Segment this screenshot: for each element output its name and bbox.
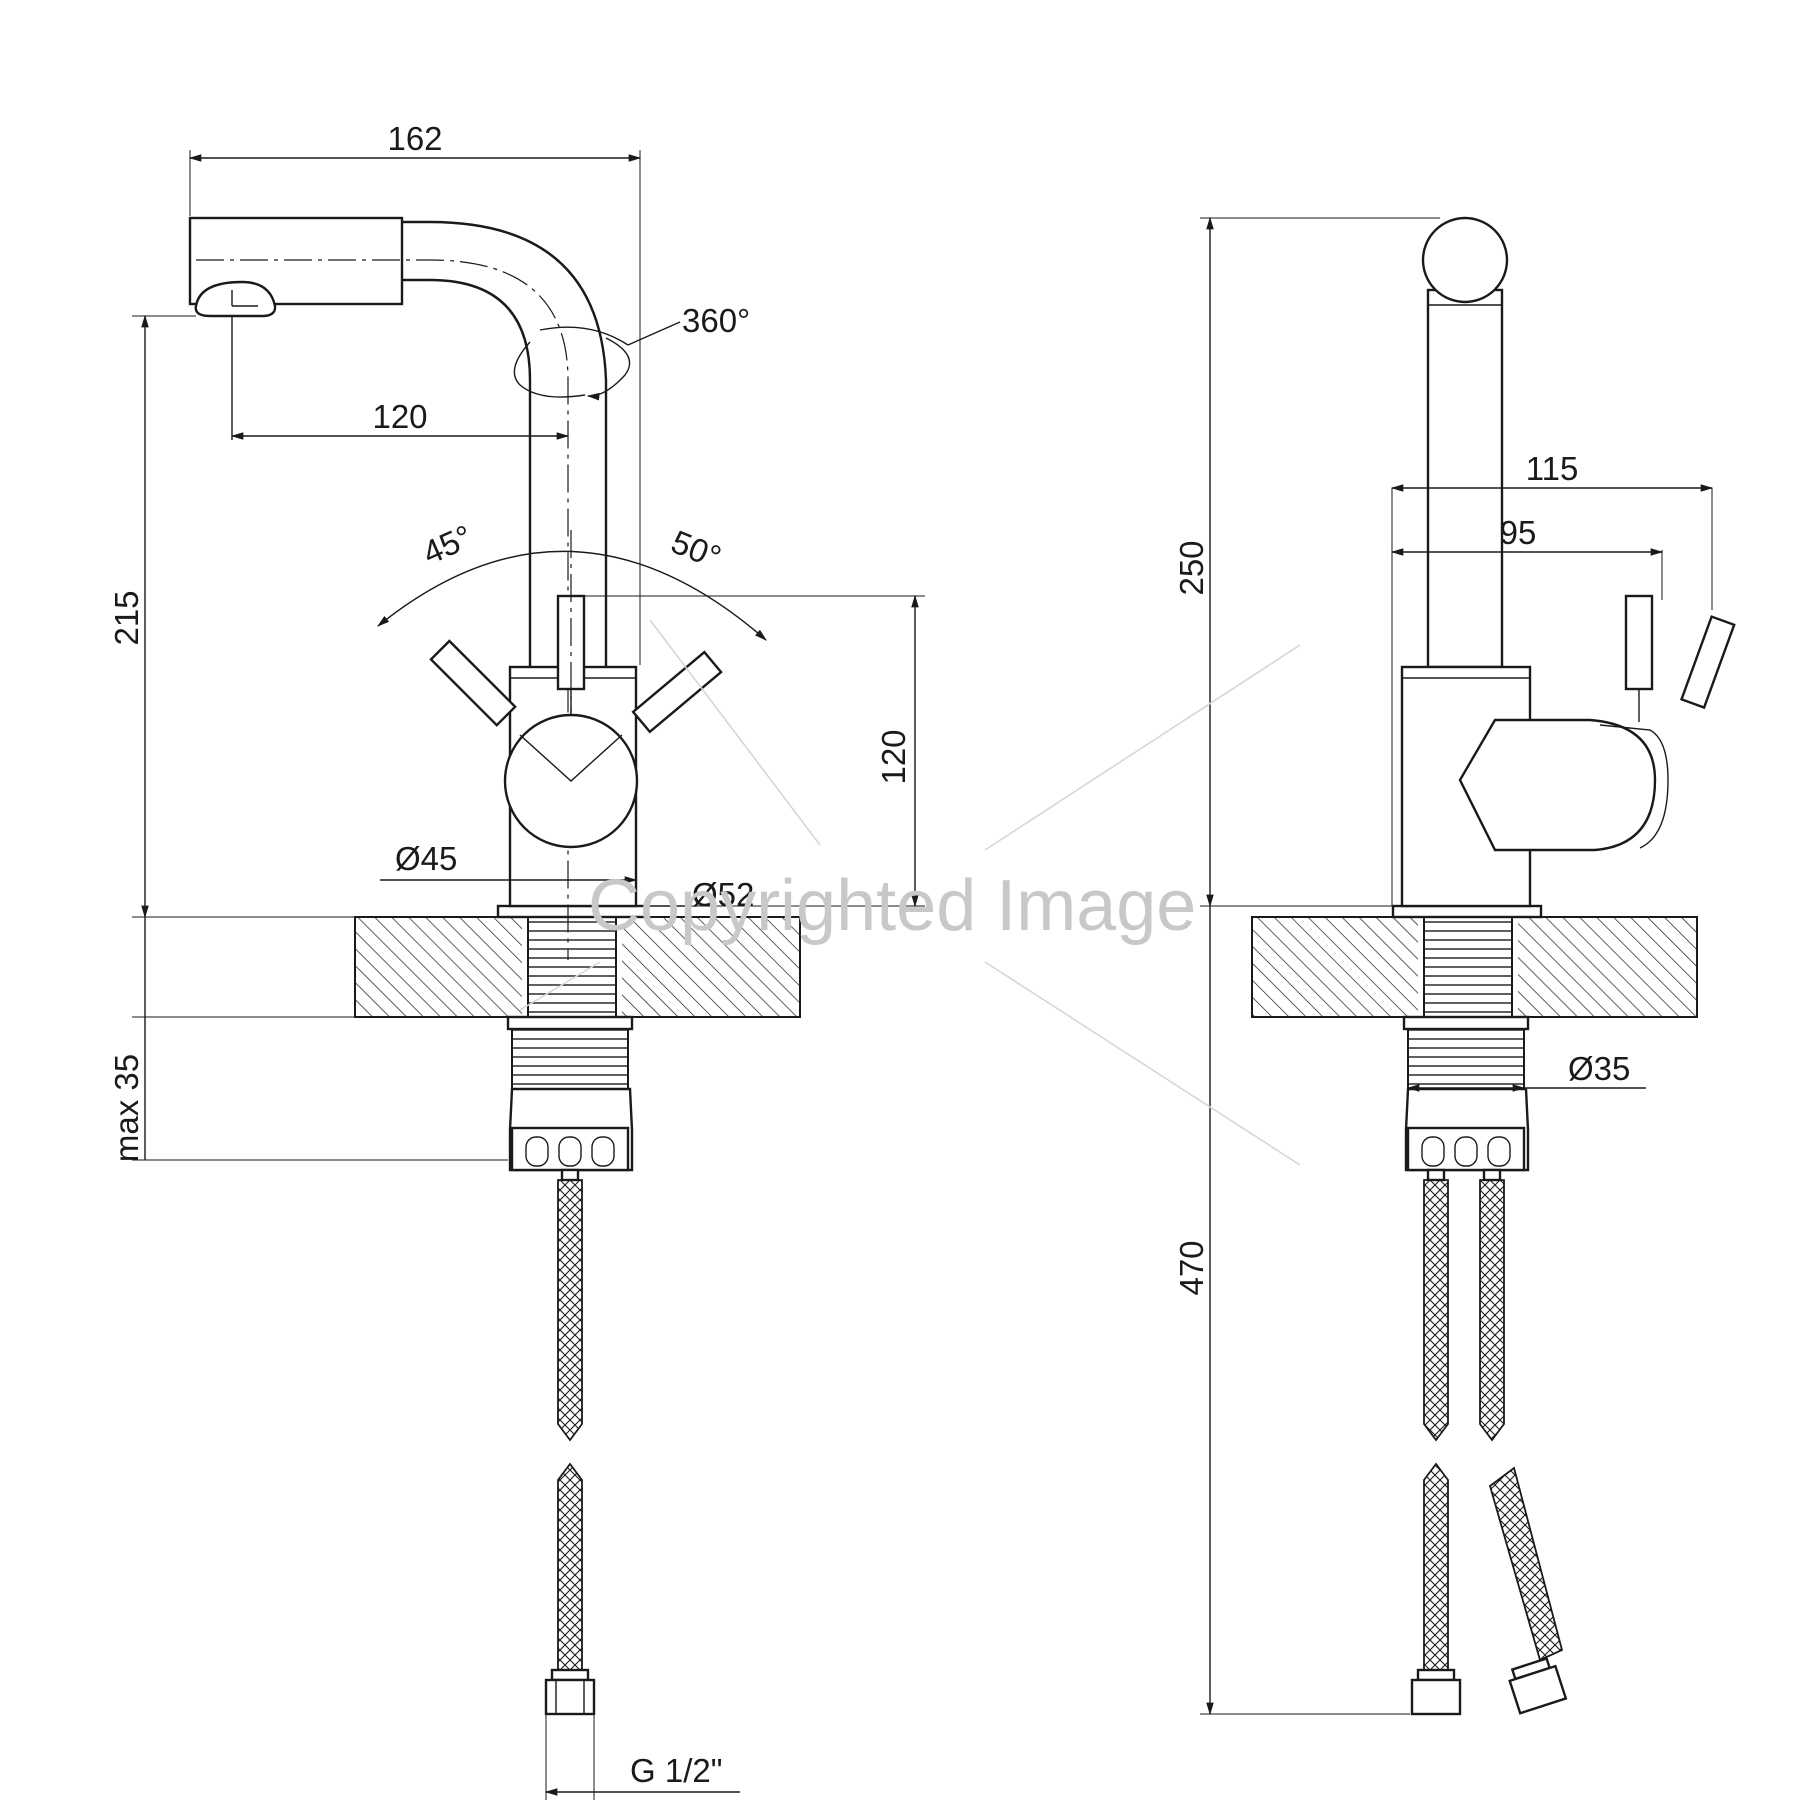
dim-body-diameter: Ø45 [395,840,457,877]
dim-lever-depth-outer: 115 [1526,450,1579,487]
hoses-front [1410,1168,1568,1716]
dim-swivel: 360° [682,302,750,339]
dim-base-diameter: Ø52 [692,876,754,913]
lever-front [1624,594,1736,722]
cartridge-housing [1458,718,1669,852]
base-plate-front [1391,904,1543,919]
connector-side [506,1015,634,1172]
dim-hose-length: 470 [1173,1240,1210,1295]
lever-left [429,639,517,727]
spout [188,216,608,960]
swivel-arrow-icon [513,337,631,397]
dim-reach: 120 [372,398,427,435]
dim-connection-thread: G 1/2" [630,1752,722,1789]
watermark: Copyrighted Image [519,619,1301,1166]
dim-tap-height: 250 [1173,540,1210,595]
countertop-front [1251,916,1698,1018]
dim-lever-angle-left: 45° [417,517,478,571]
lever-right [631,650,723,734]
spout-front [1421,216,1509,669]
dim-total-height: 215 [108,590,145,645]
connector-front [1402,1015,1530,1172]
dim-spout-length: 162 [387,120,442,157]
watermark-text: Copyrighted Image [588,866,1196,946]
dim-lever-height: 120 [875,729,912,784]
dim-lever-depth-inner: 95 [1500,514,1537,551]
dim-max-deck-thickness: max 35 [108,1054,145,1162]
dim-lever-angle-right: 50° [666,523,726,576]
dim-shank-diameter: Ø35 [1568,1050,1630,1087]
front-view: 250 470 115 95 Ø35 [1173,216,1736,1716]
side-view: 162 120 360° 45° 50° 215 120 Ø45 Ø52 max… [108,120,925,1800]
hose-side [544,1168,596,1716]
